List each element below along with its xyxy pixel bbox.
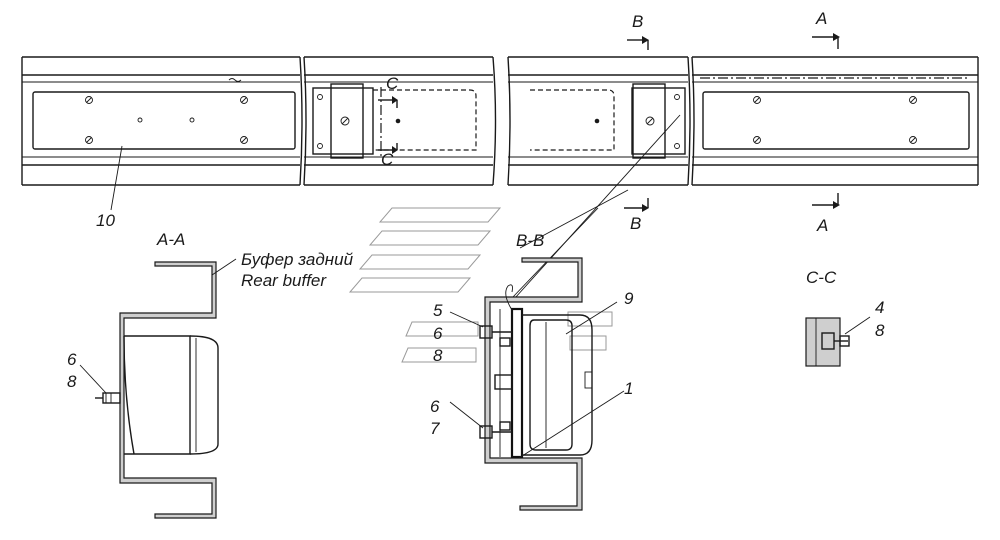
buffer-plan-view: A A B B C C [21,9,979,235]
section-letter-a-top: A [815,9,827,28]
bb-part-number-5: 5 [433,301,443,320]
cc-part-number-8: 8 [875,321,885,340]
aa-part-number-6: 6 [67,350,77,369]
section-a-a: A-A 6 8 Буфер задний Rear buffer [67,230,354,519]
section-mark-b: B B [624,12,649,233]
cc-part-number-4: 4 [875,298,884,317]
lamp-bracket-left [312,87,374,155]
buffer-segment-4 [691,56,979,186]
aa-part-number-8: 8 [67,372,77,391]
ghost-perspective-lines [348,114,681,363]
buffer-segment-1 [21,56,303,186]
bb-part-number-9: 9 [624,289,634,308]
section-c-c: C-C 4 8 [805,268,885,367]
bb-part-number-8: 8 [433,346,443,365]
section-mark-a: A A [812,9,840,235]
license-plate-bracket-2 [702,91,970,150]
section-a-title: A-A [156,230,185,249]
lamp-bracket-right [631,87,686,155]
section-letter-c-top: C [386,74,399,93]
buffer-segment-2 [303,56,497,186]
part-number-10: 10 [96,211,115,230]
section-letter-b-top: B [632,12,643,31]
buffer-label-ru: Буфер задний [241,250,354,269]
section-letter-b-bottom: B [630,214,641,233]
bb-part-number-6b: 6 [430,397,440,416]
bb-part-number-1: 1 [624,379,633,398]
section-b-title: B-B [516,231,544,250]
bb-part-number-7: 7 [430,419,440,438]
section-c-title: C-C [806,268,837,287]
section-mark-c: C C [378,74,399,169]
buffer-label-en: Rear buffer [241,271,327,290]
section-b-b: B-B [348,114,681,511]
section-letter-a-bottom: A [816,216,828,235]
bb-part-number-6a: 6 [433,324,443,343]
license-plate-bracket-1 [32,91,296,150]
section-letter-c-bottom: C [381,150,394,169]
buffer-segment-3 [507,56,691,186]
